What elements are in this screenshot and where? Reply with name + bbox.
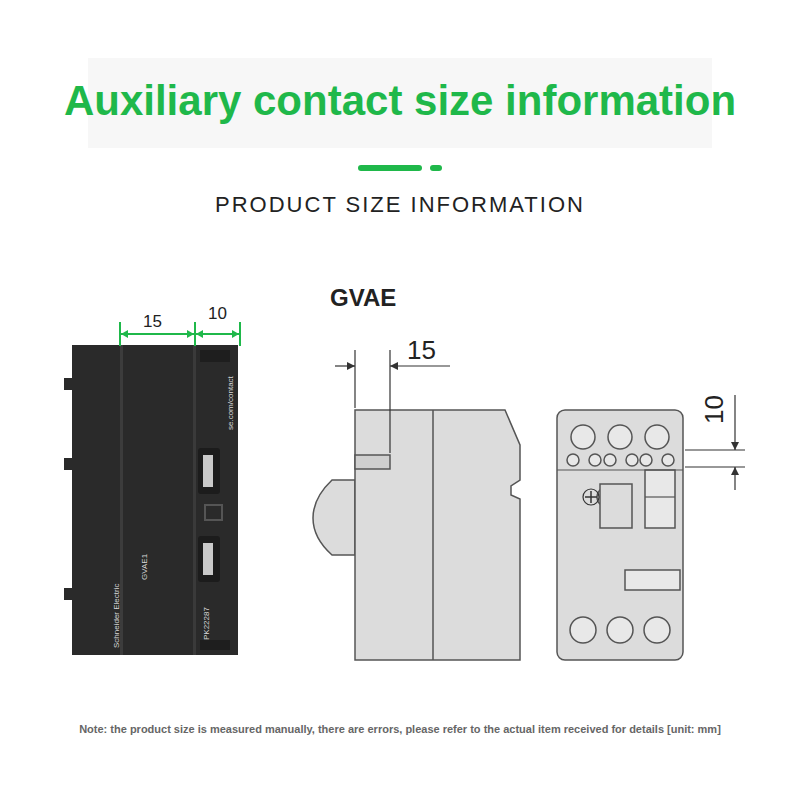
dimension-line	[734, 395, 735, 450]
product-marking: Schneider Electric	[112, 584, 121, 648]
side-dimensions	[335, 350, 450, 453]
terminal-screw	[607, 617, 633, 643]
terminal-hole	[567, 454, 579, 466]
terminal-screw	[570, 617, 596, 643]
product-marking: PK22287	[202, 607, 211, 640]
footnote: Note: the product size is measured manua…	[0, 722, 800, 736]
terminal-screw	[644, 617, 670, 643]
terminal-screw	[608, 425, 632, 449]
body-seam	[557, 469, 683, 470]
dimension-label: 10	[699, 395, 729, 424]
dimension-tick	[239, 322, 241, 346]
model-label: GVAE	[330, 284, 396, 312]
terminal-hole	[589, 454, 601, 466]
dimension-tick	[119, 322, 121, 346]
extension-line	[685, 466, 745, 467]
photo-dimensions	[120, 322, 240, 346]
contact-photo	[64, 345, 238, 655]
terminal-recess	[198, 536, 220, 582]
dimension-label: 10	[208, 304, 227, 324]
extension-line	[685, 449, 745, 450]
dimension-line	[121, 333, 194, 335]
plus-circle	[583, 489, 599, 505]
side-tab	[355, 455, 390, 469]
section-heading: PRODUCT SIZE INFORMATION	[0, 192, 800, 218]
body-seam	[432, 410, 434, 660]
body-mark	[205, 505, 222, 520]
dimension-arrows	[121, 330, 239, 338]
body-slot	[200, 640, 230, 650]
terminal-hole	[626, 454, 638, 466]
accent-dash	[358, 165, 422, 171]
terminal-screw	[645, 425, 669, 449]
product-marking: se.com/contact	[226, 376, 235, 430]
lever	[313, 480, 355, 555]
dial	[600, 484, 632, 528]
page-title: Auxiliary contact size information	[0, 76, 800, 126]
side-body	[355, 410, 520, 660]
front-view	[557, 410, 683, 660]
terminal-hole	[604, 454, 616, 466]
body-ridge	[193, 345, 196, 655]
terminal	[203, 543, 213, 575]
terminal-hole	[640, 454, 652, 466]
contact-body	[64, 345, 238, 655]
accent-dot	[430, 165, 442, 171]
plus-sign	[590, 491, 592, 503]
dimension-tick	[194, 322, 196, 346]
front-body	[557, 410, 683, 660]
body-slot	[200, 350, 230, 362]
switch	[645, 470, 675, 528]
label-window	[625, 570, 680, 590]
dimension-label: 15	[143, 312, 162, 332]
terminal-hole	[662, 454, 674, 466]
terminal-screw	[571, 425, 595, 449]
switch-line	[645, 496, 675, 497]
extension-line	[354, 350, 355, 408]
terminal-recess	[198, 448, 220, 494]
dimension-arrows	[731, 442, 739, 475]
dimension-line	[390, 365, 450, 366]
dimension-arrows	[347, 362, 398, 370]
front-dimensions	[685, 395, 745, 490]
dimension-label: 15	[407, 335, 436, 365]
product-marking: GVAE1	[140, 554, 149, 580]
terminal	[203, 455, 213, 487]
side-view	[313, 410, 520, 660]
